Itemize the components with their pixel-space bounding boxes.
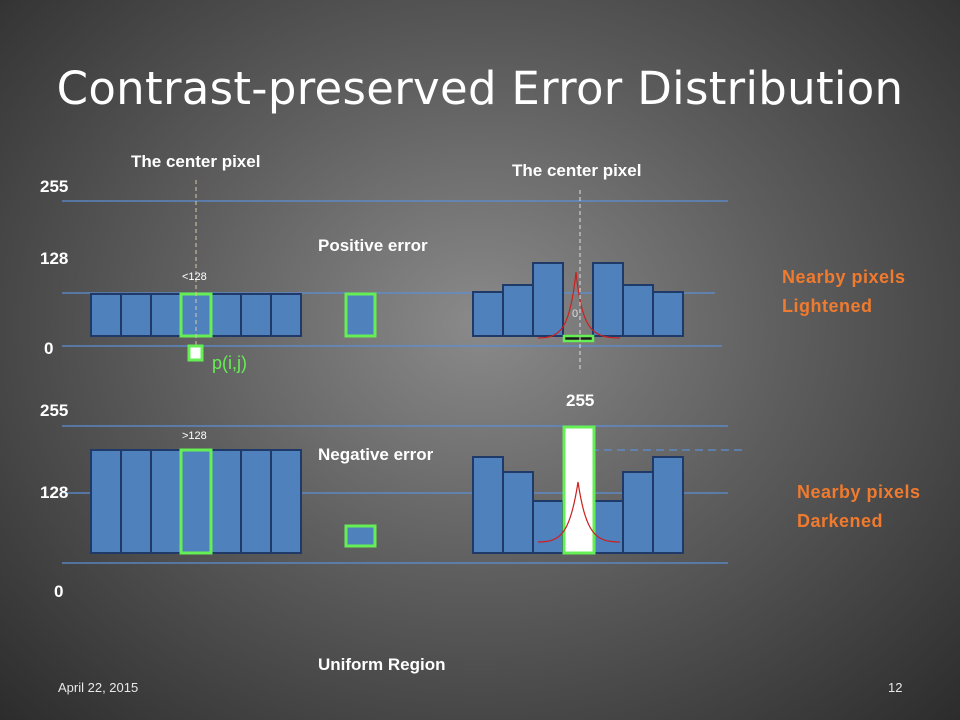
pixel-marker [187, 344, 204, 362]
top-y-label-255: 255 [40, 177, 69, 196]
negative-error-label: Negative error [318, 445, 434, 464]
bottom-y-label-255: 255 [40, 401, 69, 420]
negative-error-block [344, 524, 377, 548]
top-y-label-128: 128 [40, 249, 69, 268]
nearby-lightened-line1: Nearby pixels [782, 267, 906, 287]
bottom-bar [120, 449, 152, 554]
footer-date: April 22, 2015 [58, 680, 139, 695]
positive-error-block [344, 292, 377, 338]
pixel-label: p(i,j) [212, 353, 247, 373]
slide-title: Contrast-preserved Error Distribution [56, 62, 904, 115]
top-bar [90, 293, 122, 337]
bottom-threshold-note: >128 [182, 430, 207, 442]
lightened-bar [592, 262, 624, 337]
nearby-lightened-label: Nearby pixels Lightened [782, 263, 906, 321]
lightened-bar [622, 284, 654, 337]
bottom-error-curve [537, 481, 621, 543]
lightened-bar [502, 284, 534, 337]
bottom-y-label-128: 128 [40, 483, 69, 502]
bottom-darkened-bars [472, 456, 684, 554]
bottom-bar [210, 449, 242, 554]
bottom-y-label-0: 0 [54, 582, 64, 601]
bottom-bar [150, 449, 182, 554]
footer-page-number: 12 [888, 680, 903, 695]
uniform-region-label: Uniform Region [318, 655, 446, 674]
positive-error-label: Positive error [318, 236, 428, 255]
bottom-bar [90, 449, 122, 554]
top-bar [210, 293, 242, 337]
nearby-darkened-line1: Nearby pixels [797, 482, 921, 502]
bottom-center-bar [179, 448, 213, 555]
nearby-lightened-line2: Lightened [782, 296, 873, 316]
darkened-bar [472, 456, 504, 554]
center-pixel-label-right: The center pixel [512, 161, 642, 180]
top-error-curve [537, 271, 621, 339]
lightened-bar [472, 291, 504, 337]
darkened-bar [652, 456, 684, 554]
top-threshold-note: <128 [182, 271, 207, 283]
top-center-zero-bar [562, 334, 595, 343]
top-uniform-bars [90, 293, 302, 337]
center-pixel-label-left: The center pixel [131, 152, 261, 171]
bottom-bar [240, 449, 272, 554]
lightened-bar [532, 262, 564, 337]
nearby-darkened-line2: Darkened [797, 511, 884, 531]
lightened-bar [652, 291, 684, 337]
darkened-bar [502, 471, 534, 554]
top-lightened-bars [472, 262, 684, 337]
darkened-bar [532, 500, 564, 554]
bottom-center-value-label: 255 [566, 391, 595, 410]
nearby-darkened-label: Nearby pixels Darkened [797, 478, 921, 536]
darkened-bar [622, 471, 654, 554]
top-y-label-0: 0 [44, 339, 54, 358]
top-bar [150, 293, 182, 337]
top-bar [240, 293, 272, 337]
top-bar [270, 293, 302, 337]
top-bar [120, 293, 152, 337]
bottom-bar [270, 449, 302, 554]
darkened-bar [592, 500, 624, 554]
bottom-uniform-bars [90, 449, 302, 554]
top-zero-label: 0 [572, 308, 579, 320]
